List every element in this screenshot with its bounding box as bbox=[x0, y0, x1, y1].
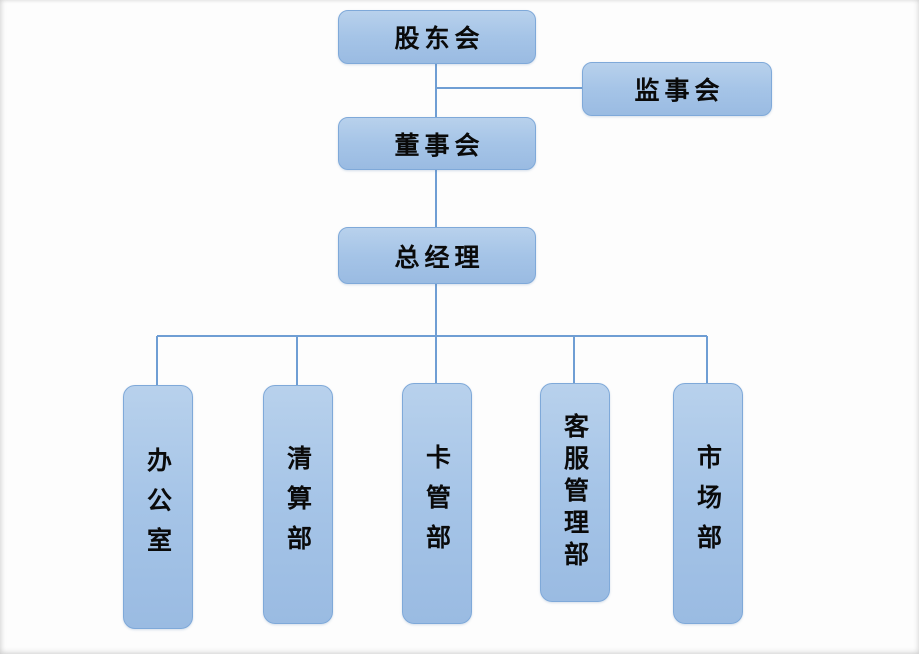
node-shareholders-meeting: 股东会 bbox=[338, 10, 536, 64]
node-office-label: 办公室 bbox=[143, 447, 173, 567]
node-office: 办公室 bbox=[123, 385, 193, 629]
node-customer-service-mgmt-dept-label: 客服管理部 bbox=[560, 412, 590, 573]
node-card-mgmt-dept-label: 卡管部 bbox=[422, 443, 452, 564]
node-shareholders-meeting-label: 股东会 bbox=[394, 24, 485, 53]
node-board-of-directors-label: 董事会 bbox=[394, 130, 485, 160]
node-general-manager: 总经理 bbox=[338, 227, 536, 284]
node-customer-service-mgmt-dept: 客服管理部 bbox=[540, 383, 610, 602]
node-general-manager-label: 总经理 bbox=[394, 242, 485, 272]
node-marketing-dept-label: 市场部 bbox=[693, 443, 723, 564]
node-card-mgmt-dept: 卡管部 bbox=[402, 383, 472, 624]
node-board-of-directors: 董事会 bbox=[338, 117, 536, 170]
node-clearing-dept: 清算部 bbox=[263, 385, 333, 624]
node-board-of-supervisors-label: 监事会 bbox=[634, 76, 725, 105]
node-board-of-supervisors: 监事会 bbox=[582, 62, 772, 116]
node-clearing-dept-label: 清算部 bbox=[283, 444, 313, 565]
node-marketing-dept: 市场部 bbox=[673, 383, 743, 624]
